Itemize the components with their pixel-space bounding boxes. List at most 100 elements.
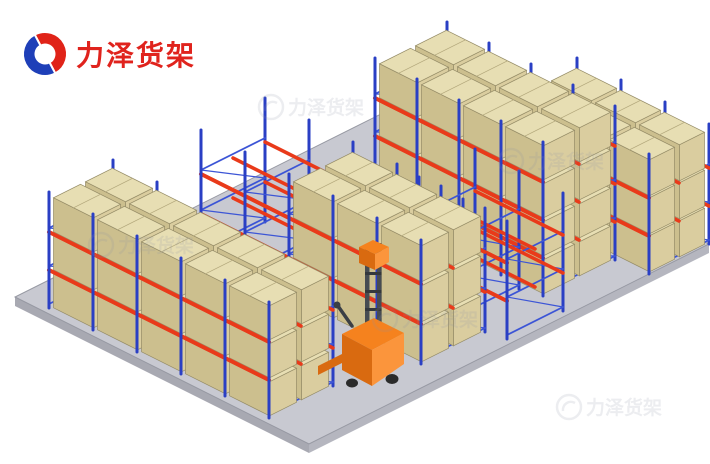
pallet-stacker	[318, 240, 404, 388]
carton-seam	[205, 259, 233, 275]
carton-seam	[117, 215, 145, 231]
stacker-tiller-handle	[333, 301, 341, 309]
stacker-carriage-right	[375, 247, 389, 270]
carton-seam	[73, 193, 101, 209]
carton-seam	[571, 77, 597, 92]
frame-brace-diagonal	[200, 169, 266, 179]
watermark-logo-swirl	[503, 154, 518, 166]
carton-side	[301, 313, 329, 363]
carton-side	[579, 149, 611, 201]
watermark-logo-circle	[371, 305, 399, 333]
carton-seam	[389, 183, 417, 199]
carton-seam	[398, 57, 430, 74]
carton-seam	[401, 221, 429, 237]
watermark: 力泽货架	[555, 393, 662, 421]
frame-brace	[506, 230, 564, 260]
watermark-text: 力泽货架	[118, 234, 194, 257]
watermark-logo-swirl	[263, 100, 278, 112]
stacker-carriage-top	[359, 240, 389, 254]
frame-brace	[506, 268, 564, 298]
carton-side	[579, 225, 611, 277]
watermark: 力泽货架	[87, 231, 194, 259]
stacker-mast-crossbar	[365, 290, 382, 293]
watermark-text: 力泽货架	[402, 308, 478, 331]
carton-seam	[440, 78, 472, 95]
watermark-logo-circle	[555, 393, 583, 421]
brand-logo-mark	[22, 31, 68, 77]
carton-seam	[149, 199, 177, 215]
carton-side	[579, 111, 611, 163]
front-rack	[47, 158, 335, 420]
watermark: 力泽货架	[497, 147, 604, 175]
carton-side	[453, 255, 481, 307]
brand-logo-mark-blue	[22, 33, 57, 77]
stacker-body-left	[342, 334, 372, 386]
carton-seam	[629, 136, 655, 151]
frame-brace	[506, 306, 564, 336]
watermark: 力泽货架	[257, 93, 364, 121]
carton-seam	[560, 102, 592, 119]
watermark-logo-circle	[87, 231, 115, 259]
brand-name-text: 力泽货架	[76, 39, 196, 71]
rack-beam-front	[47, 230, 271, 344]
carton-side	[679, 131, 705, 182]
carton-seam	[434, 39, 466, 56]
stacker-fork	[318, 353, 344, 375]
stacker-mast-rail	[365, 246, 370, 342]
frame-brace	[200, 137, 266, 171]
stacker-mast-crossbar	[365, 308, 382, 311]
carton-side	[453, 215, 481, 267]
watermark-text: 力泽货架	[586, 396, 662, 419]
carton-seam	[357, 199, 385, 215]
carton-seam	[482, 99, 514, 116]
carton-seam	[249, 281, 277, 297]
watermark-logo-circle	[257, 93, 285, 121]
floor-edge-right	[309, 244, 709, 453]
rack-beam-back	[473, 227, 565, 275]
stacker-wheel	[385, 374, 399, 384]
watermark-logo-swirl	[93, 238, 108, 250]
carton-seam	[615, 99, 641, 114]
carton-side	[679, 169, 705, 220]
carton-seam	[476, 60, 508, 77]
stacker-carriage-left	[359, 247, 375, 270]
carton-seam	[524, 120, 556, 137]
watermark-text: 力泽货架	[528, 150, 604, 173]
carton-seam	[659, 121, 685, 136]
stacker-tiller	[336, 304, 354, 328]
watermark-text: 力泽货架	[288, 96, 364, 119]
rack-beam-back	[473, 189, 565, 237]
frame-brace-diagonal	[200, 209, 266, 219]
carton-side	[579, 187, 611, 239]
carton-seam	[193, 221, 221, 237]
carton-side	[453, 295, 481, 347]
carton-seam	[105, 177, 133, 193]
carton-seam	[518, 81, 550, 98]
rack-beam-front	[199, 172, 423, 286]
rack-beam-front	[47, 268, 271, 382]
carton-side	[301, 275, 329, 325]
carton-seam	[313, 177, 341, 193]
brand-logo: 力泽货架	[22, 31, 196, 77]
stacker-body-right	[372, 333, 404, 386]
watermark-logo-circle	[497, 147, 525, 175]
watermark-logo-swirl	[561, 400, 576, 412]
carton-seam	[345, 161, 373, 177]
watermark: 力泽货架	[371, 305, 478, 333]
carton-seam	[237, 243, 265, 259]
floor-edge-left	[15, 297, 309, 453]
carton-seam	[433, 205, 461, 221]
carton-seam	[281, 265, 309, 281]
carton-side	[679, 207, 705, 258]
brand-logo-mark-red	[33, 31, 68, 75]
frame-brace	[244, 159, 310, 193]
back-rack	[373, 20, 617, 298]
stacker-mast-crossbar	[365, 272, 382, 275]
frame-brace-diagonal	[506, 296, 564, 308]
frame-brace	[200, 177, 266, 211]
watermark-logo-swirl	[377, 312, 392, 324]
stacker-wheel	[346, 378, 358, 388]
